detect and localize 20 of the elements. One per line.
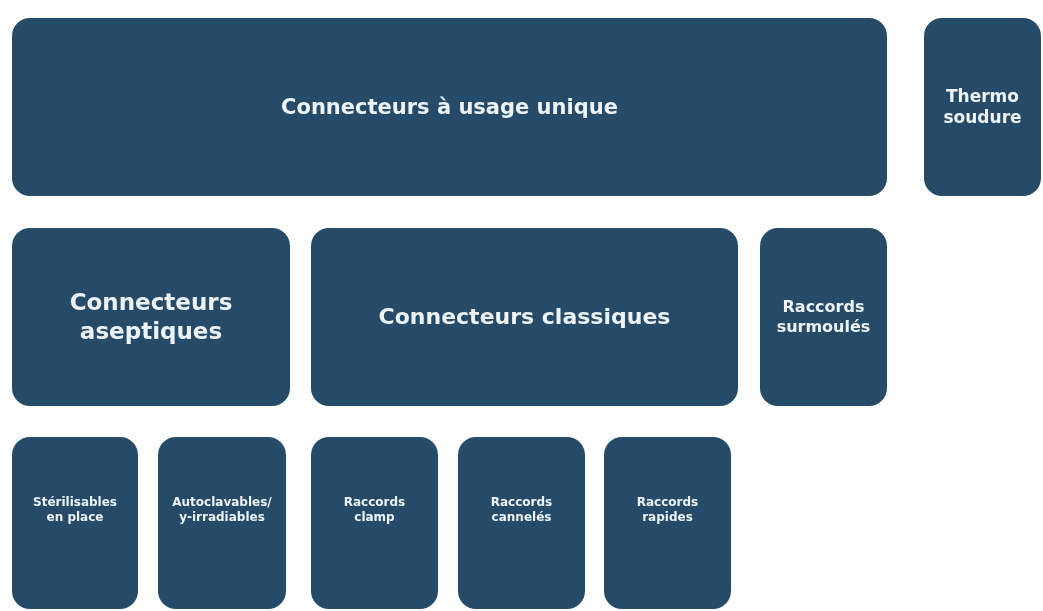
box-label: Autoclavables/ y-irradiables [171,495,273,525]
category-box [12,437,138,609]
category-box [760,228,887,406]
box-label: Connecteurs aseptiques [68,288,234,346]
category-box [604,437,731,609]
box-label: Raccords clamp [342,495,407,525]
box-label: Raccords rapides [635,495,700,525]
category-box [12,18,887,196]
category-box [12,228,290,406]
category-box [458,437,585,609]
category-box [311,437,438,609]
box-label: Raccords surmoulés [775,297,872,337]
box-label: Stérilisables en place [32,495,118,525]
box-label: Thermo soudure [942,85,1023,129]
category-box [158,437,286,609]
category-box [924,18,1041,196]
category-box [311,228,738,406]
box-label: Raccords cannelés [489,495,554,525]
box-label: Connecteurs à usage unique [281,93,618,121]
box-label: Connecteurs classiques [378,303,671,331]
